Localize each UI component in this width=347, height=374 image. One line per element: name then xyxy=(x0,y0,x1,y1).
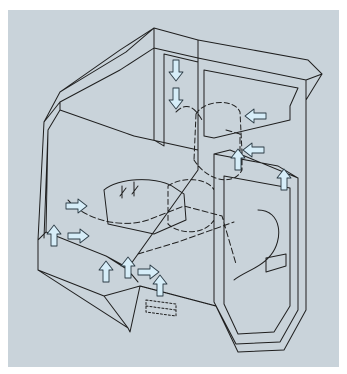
rear-vent-arrow-upper xyxy=(244,108,267,124)
pillar-duct-arrow-upper-shape xyxy=(168,59,184,82)
door-outlet-arrow-right-shape xyxy=(276,168,292,191)
control-console xyxy=(103,179,187,235)
pillar-duct-arrow-lower xyxy=(168,87,184,110)
left-side-arrow-lower xyxy=(67,228,90,244)
center-floor-arrow xyxy=(120,256,136,279)
floor-vent-grille xyxy=(145,299,177,317)
door-outlet-arrow-right xyxy=(276,168,292,191)
cab-body xyxy=(37,27,323,353)
door-outlet-arrow-left xyxy=(230,148,246,171)
left-side-arrow-upper-shape xyxy=(65,198,88,214)
left-floor-arrow-front xyxy=(46,224,62,247)
left-side-arrow-lower-shape xyxy=(67,228,90,244)
door-outlet-arrow-left-shape xyxy=(230,148,246,171)
console-arrow-shape xyxy=(137,264,160,280)
door-panel xyxy=(213,149,299,345)
rear-vent-arrow-lower-shape xyxy=(242,142,265,158)
left-floor-arrow-front-shape xyxy=(46,224,62,247)
console-arrow xyxy=(137,264,160,280)
diagram-frame xyxy=(8,10,339,367)
door-inner-curve xyxy=(233,209,280,281)
cab-ventilation-diagram xyxy=(8,10,339,367)
rear-pillar-column xyxy=(153,47,199,161)
rear-vent-arrow-lower xyxy=(242,142,265,158)
floor-inlet-arrow-shape xyxy=(152,274,168,297)
floor-inlet-arrow xyxy=(152,274,168,297)
center-floor-arrow-shape xyxy=(120,256,136,279)
rear-window-panel xyxy=(203,69,299,139)
roof-panel xyxy=(59,27,323,103)
cab-lower-edge xyxy=(37,231,217,329)
door-handle xyxy=(265,253,287,273)
rear-vent-arrow-upper-shape xyxy=(244,108,267,124)
air-duct-dashed xyxy=(67,105,241,265)
pillar-duct-arrow-upper xyxy=(168,59,184,82)
left-floor-arrow-rear xyxy=(98,260,114,283)
control-levers xyxy=(121,181,135,199)
left-window-frame xyxy=(43,101,199,283)
left-side-arrow-upper xyxy=(65,198,88,214)
left-floor-arrow-rear-shape xyxy=(98,260,114,283)
pillar-duct-arrow-lower-shape xyxy=(168,87,184,110)
